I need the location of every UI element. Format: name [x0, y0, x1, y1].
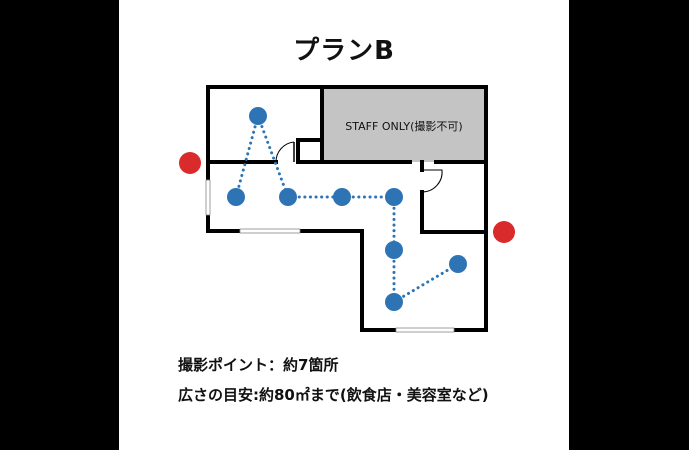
plan-card [119, 0, 569, 450]
area-guideline: 広さの目安:約80㎡まで(飲食店・美容室など) [178, 386, 489, 404]
photo-point [333, 188, 351, 206]
staff-only-area [322, 87, 486, 162]
windows [205, 179, 455, 333]
entrance-marker-right [493, 221, 515, 243]
photo-point [385, 241, 403, 259]
entrance-markers [179, 152, 515, 243]
doors [275, 141, 443, 193]
entrance-marker-left [179, 152, 201, 174]
photo-points-count: 撮影ポイント：約7箇所 [178, 356, 339, 374]
photo-point [249, 107, 267, 125]
plan-title: プランB [293, 36, 395, 66]
staff-only-label: STAFF ONLY(撮影不可) [345, 119, 462, 133]
photo-point [279, 188, 297, 206]
photo-point [227, 188, 245, 206]
photo-point [385, 188, 403, 206]
photo-point [449, 255, 467, 273]
photo-point [385, 293, 403, 311]
photo-points [227, 107, 467, 311]
walls [206, 85, 488, 332]
